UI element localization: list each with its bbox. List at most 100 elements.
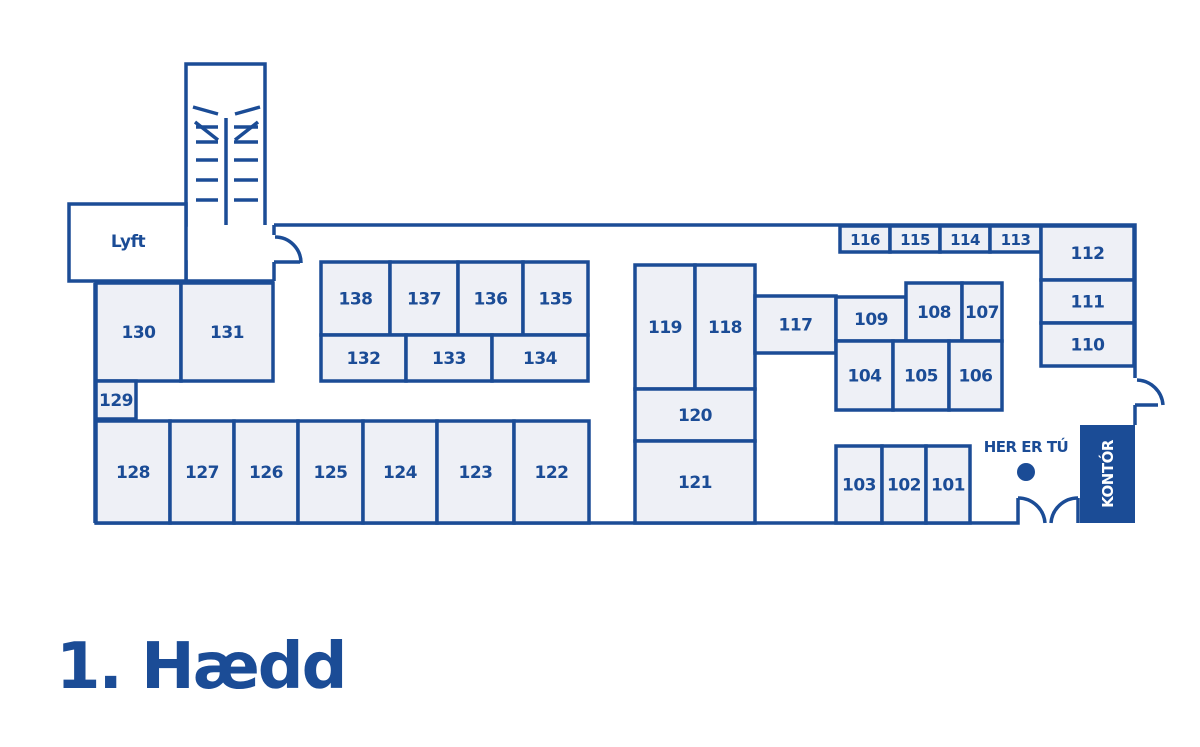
room-outline — [94, 419, 172, 525]
office[interactable]: KONTÓR — [1080, 425, 1135, 523]
room-number: 126 — [249, 463, 283, 483]
room-119[interactable]: 119 — [633, 263, 697, 391]
room-outline — [947, 339, 1004, 412]
staircase — [184, 62, 267, 225]
room-number: 134 — [523, 349, 558, 369]
room-outline — [232, 419, 300, 525]
room-number: 119 — [648, 318, 682, 338]
room-outline — [361, 419, 439, 525]
room-109[interactable]: 109 — [834, 295, 908, 343]
room-outline — [633, 387, 757, 443]
room-number: 108 — [917, 303, 951, 323]
room-number: 130 — [122, 323, 157, 343]
room-132[interactable]: 132 — [319, 333, 408, 383]
room-number: 121 — [678, 473, 712, 493]
room-outline — [924, 444, 972, 525]
room-131[interactable]: 131 — [179, 281, 275, 383]
room-125[interactable]: 125 — [296, 419, 365, 525]
room-127[interactable]: 127 — [168, 419, 236, 525]
room-outline — [94, 281, 183, 383]
room-101[interactable]: 101 — [924, 444, 972, 525]
room-outline — [753, 294, 838, 355]
room-outline — [891, 339, 951, 412]
room-number: 101 — [931, 476, 965, 496]
room-number: 133 — [432, 349, 466, 369]
room-113[interactable]: 113 — [988, 224, 1043, 254]
room-115[interactable]: 115 — [888, 224, 942, 254]
you-are-here-marker: HER ER TÚ — [984, 437, 1069, 481]
door-arcs — [274, 235, 1165, 524]
room-134[interactable]: 134 — [490, 333, 590, 383]
room-137[interactable]: 137 — [388, 260, 460, 337]
room-103[interactable]: 103 — [834, 444, 884, 525]
room-102[interactable]: 102 — [880, 444, 928, 525]
room-123[interactable]: 123 — [435, 419, 516, 525]
room-114[interactable]: 114 — [938, 224, 992, 254]
room-number: 106 — [959, 367, 993, 387]
floor-title: 1. Hædd — [56, 630, 347, 704]
room-118[interactable]: 118 — [693, 263, 757, 391]
room-124[interactable]: 124 — [361, 419, 439, 525]
room-outline — [521, 260, 590, 337]
room-number: 115 — [900, 231, 930, 249]
room-outline — [1039, 321, 1136, 368]
room-number: 135 — [539, 290, 573, 310]
room-122[interactable]: 122 — [512, 419, 591, 525]
room-outline — [296, 419, 365, 525]
room-138[interactable]: 138 — [319, 260, 392, 337]
room-130[interactable]: 130 — [94, 281, 183, 383]
room-outline — [435, 419, 516, 525]
room-number: 109 — [854, 310, 888, 330]
room-105[interactable]: 105 — [891, 339, 951, 412]
office-label: KONTÓR — [1098, 439, 1117, 508]
room-outline — [838, 224, 892, 254]
room-number: 110 — [1071, 336, 1106, 356]
room-outline — [179, 281, 275, 383]
room-outline — [633, 439, 757, 525]
room-number: 112 — [1071, 244, 1105, 264]
room-number: 104 — [848, 367, 883, 387]
room-outline — [512, 419, 591, 525]
room-number: 107 — [965, 303, 999, 323]
room-126[interactable]: 126 — [232, 419, 300, 525]
room-outline — [404, 333, 494, 383]
room-number: 128 — [116, 463, 150, 483]
room-107[interactable]: 107 — [960, 281, 1004, 343]
room-number: 125 — [314, 463, 348, 483]
room-128[interactable]: 128 — [94, 419, 172, 525]
room-number: 132 — [347, 349, 381, 369]
room-110[interactable]: 110 — [1039, 321, 1136, 368]
room-outline — [168, 419, 236, 525]
room-129[interactable]: 129 — [94, 379, 138, 421]
room-135[interactable]: 135 — [521, 260, 590, 337]
room-number: 116 — [850, 231, 880, 249]
room-116[interactable]: 116 — [838, 224, 892, 254]
room-number: 120 — [678, 406, 713, 426]
room-number: 123 — [459, 463, 493, 483]
room-number: 111 — [1071, 293, 1105, 313]
room-number: 102 — [887, 476, 921, 496]
room-outline — [938, 224, 992, 254]
room-number: 118 — [708, 318, 742, 338]
room-number: 113 — [1001, 231, 1031, 249]
room-133[interactable]: 133 — [404, 333, 494, 383]
room-111[interactable]: 111 — [1039, 278, 1136, 325]
room-104[interactable]: 104 — [834, 339, 895, 412]
room-number: 114 — [950, 231, 980, 249]
room-108[interactable]: 108 — [904, 281, 964, 343]
room-136[interactable]: 136 — [456, 260, 525, 337]
room-106[interactable]: 106 — [947, 339, 1004, 412]
room-121[interactable]: 121 — [633, 439, 757, 525]
room-number: 127 — [185, 463, 219, 483]
room-112[interactable]: 112 — [1039, 224, 1136, 282]
room-outline — [490, 333, 590, 383]
lift[interactable]: Lyft — [67, 202, 188, 283]
room-120[interactable]: 120 — [633, 387, 757, 443]
room-outline — [1039, 278, 1136, 325]
room-number: 105 — [904, 367, 938, 387]
room-117[interactable]: 117 — [753, 294, 838, 355]
room-number: 124 — [383, 463, 418, 483]
